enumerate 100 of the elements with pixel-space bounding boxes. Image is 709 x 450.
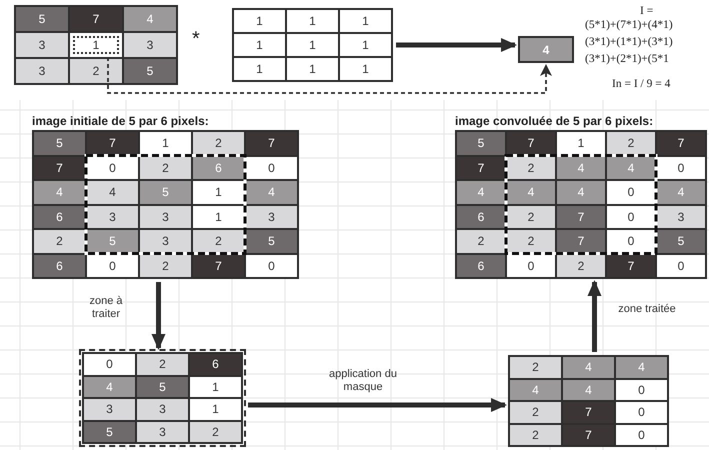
pixel-cell: 1: [193, 206, 244, 228]
convolution-operator: *: [192, 28, 200, 51]
pixel-cell: 4: [457, 181, 505, 204]
pixel-cell: 5: [457, 132, 505, 154]
pixel-cell: 4: [34, 181, 85, 204]
pixel-cell: 3: [140, 230, 191, 252]
pixel-cell: 5: [87, 230, 138, 252]
pixel-cell: 2: [507, 156, 555, 179]
pixel-cell: 0: [616, 380, 667, 400]
pixel-cell: 2: [70, 59, 122, 83]
pixel-cell: 4: [87, 181, 138, 204]
pixel-cell: 0: [607, 181, 655, 204]
pixel-cell: 0: [246, 156, 297, 179]
pixel-cell: 5: [84, 422, 135, 442]
edge-label: application du masque: [328, 368, 398, 394]
pixel-cell: 1: [287, 34, 338, 56]
pixel-cell: 7: [193, 254, 244, 277]
pixel-cell: 4: [124, 7, 176, 31]
edge-label: zone à traiter: [88, 295, 124, 321]
edge-label: zone traitée: [617, 303, 677, 316]
pixel-cell: 4: [507, 181, 555, 204]
pixel-cell: 2: [190, 422, 241, 442]
pixel-cell: 0: [657, 156, 705, 179]
pixel-cell: 4: [657, 181, 705, 204]
pixel-cell: 3: [16, 59, 68, 83]
pixel-cell: 0: [616, 402, 667, 422]
pixel-cell: 0: [87, 254, 138, 277]
pixel-cell: 4: [563, 357, 614, 378]
pixel-cell: 4: [510, 380, 561, 400]
pixel-cell: 1: [234, 58, 285, 80]
pixel-cell: 0: [616, 424, 667, 445]
pixel-cell: 1: [234, 34, 285, 56]
pixel-cell: 1: [193, 181, 244, 204]
pixel-cell: 2: [507, 230, 555, 252]
pixel-cell: 0: [87, 156, 138, 179]
pixel-cell: 7: [70, 7, 122, 31]
pixel-cell: 2: [510, 357, 561, 378]
pixel-cell: 4: [557, 181, 605, 204]
pixel-cell: 1: [340, 10, 391, 32]
pixel-cell: 5: [137, 376, 188, 397]
pixel-cell: 1: [340, 34, 391, 56]
pixel-cell: 3: [87, 206, 138, 228]
pixel-cell: 1: [557, 132, 605, 154]
pixel-cell: 3: [84, 399, 135, 420]
pixel-cell: 7: [507, 132, 555, 154]
pixel-cell: 1: [190, 399, 241, 420]
pixel-cell: 6: [457, 206, 505, 228]
dotted-arrow: [107, 57, 552, 94]
pixel-cell: 2: [193, 230, 244, 252]
pixel-cell: 7: [563, 424, 614, 445]
pixel-cell: 6: [190, 354, 241, 374]
pixel-cell: 6: [34, 254, 85, 277]
pixel-cell: 3: [246, 206, 297, 228]
pixel-cell: 2: [607, 132, 655, 154]
pixel-cell: 7: [563, 402, 614, 422]
pixel-cell: 0: [246, 254, 297, 277]
pixel-cell: 7: [246, 132, 297, 154]
pixel-cell: 5: [657, 230, 705, 252]
pixel-cell: 2: [34, 230, 85, 252]
pixel-cell: 0: [507, 254, 555, 277]
pixel-cell: 4: [616, 357, 667, 378]
pixel-cell: 2: [137, 354, 188, 374]
pixel-cell: 2: [193, 132, 244, 154]
pixel-cell: 7: [607, 254, 655, 277]
pixel-cell: 5: [246, 230, 297, 252]
pixel-cell: 5: [34, 132, 85, 154]
formula-text: In = I / 9 = 4: [612, 78, 670, 90]
arrow: [396, 38, 517, 52]
pixel-cell: 6: [193, 156, 244, 179]
pixel-cell: 1: [140, 132, 191, 154]
pixel-cell: 3: [140, 206, 191, 228]
pixel-cell: 1: [287, 58, 338, 80]
pixel-cell: 4: [607, 156, 655, 179]
pixel-cell: 3: [124, 33, 176, 57]
pixel-cell: 7: [87, 132, 138, 154]
pixel-cell: 7: [557, 206, 605, 228]
pixel-cell: 2: [140, 254, 191, 277]
pixel-cell: 7: [557, 230, 605, 252]
pixel-cell: 5: [124, 59, 176, 83]
pixel-cell: 2: [457, 230, 505, 252]
pixel-cell: 7: [657, 132, 705, 154]
grid-heading: image convoluée de 5 par 6 pixels:: [455, 114, 654, 130]
pixel-value: 4: [520, 38, 572, 61]
pixel-cell: 2: [140, 156, 191, 179]
pixel-cell: 0: [84, 354, 135, 374]
pixel-cell: 0: [607, 206, 655, 228]
pixel-cell: 2: [510, 424, 561, 445]
pixel-cell: 5: [16, 7, 68, 31]
pixel-cell: 4: [557, 156, 605, 179]
pixel-cell: 2: [557, 254, 605, 277]
pixel-cell: 2: [510, 402, 561, 422]
pixel-cell: 6: [34, 206, 85, 228]
pixel-cell: 0: [657, 254, 705, 277]
arrow: [248, 398, 507, 412]
pixel-cell: 4: [246, 181, 297, 204]
pixel-cell: 1: [340, 58, 391, 80]
arrow: [152, 282, 166, 350]
pixel-cell: 3: [657, 206, 705, 228]
pixel-cell: 3: [137, 399, 188, 420]
pixel-cell: 4: [563, 380, 614, 400]
